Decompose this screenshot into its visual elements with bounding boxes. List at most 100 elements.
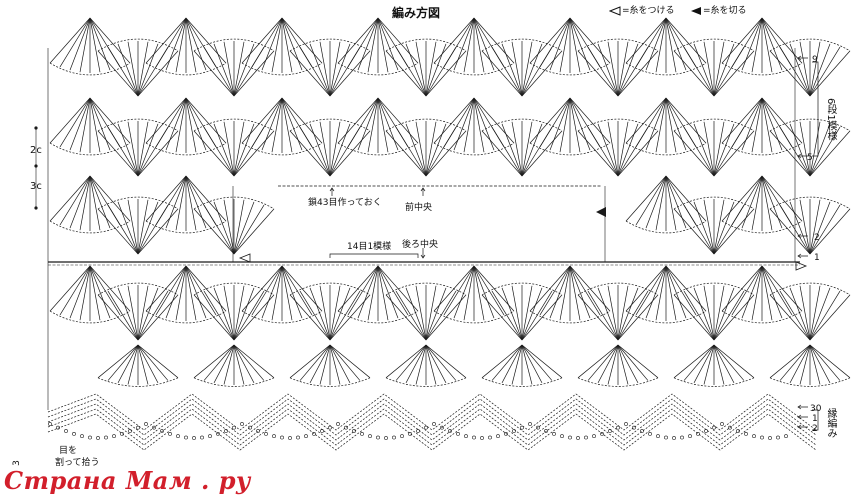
picot xyxy=(336,422,340,426)
fan-motif xyxy=(625,265,707,324)
picot xyxy=(280,435,284,440)
fan-motif xyxy=(577,344,659,387)
fan-motif xyxy=(145,17,227,76)
repeat-span-bracket xyxy=(329,253,419,258)
legend-cut-label: =糸を切る xyxy=(703,6,747,16)
fan-motif xyxy=(577,38,659,97)
back-center-label: 後ろ中央 xyxy=(402,240,439,250)
picot xyxy=(48,422,52,426)
picot xyxy=(640,429,644,433)
picot xyxy=(456,431,460,436)
picot xyxy=(496,434,500,439)
fan-motif xyxy=(289,282,371,341)
picot xyxy=(736,429,740,433)
picot xyxy=(448,429,452,433)
edging-bracket xyxy=(812,409,819,431)
right-repeat-label: 6段1模様 xyxy=(825,98,836,141)
fan-motif xyxy=(97,282,179,341)
picot xyxy=(704,429,708,433)
picot xyxy=(344,425,348,430)
picot xyxy=(96,436,100,440)
cut-yarn-marker xyxy=(596,207,606,217)
picot xyxy=(248,425,252,430)
edging-zigzag xyxy=(47,413,817,451)
fan-motif xyxy=(769,118,851,177)
attach-yarn-marker-right xyxy=(795,261,808,271)
split-stitch-note-2: 割って拾う xyxy=(55,458,100,468)
fan-motif xyxy=(673,196,755,255)
fan-motif xyxy=(481,344,563,387)
fan-motif xyxy=(289,118,371,177)
row-1-arrow xyxy=(797,253,808,259)
watermark-logo: Страна Мам . ру xyxy=(4,466,251,495)
picot xyxy=(584,435,588,440)
picot xyxy=(480,436,484,440)
row-9-arrow xyxy=(797,55,808,61)
dim-3c-label: 3c xyxy=(30,181,42,192)
fan-motif xyxy=(241,265,323,324)
diagram-title: 編み方図 xyxy=(392,6,441,20)
foundation-arrow xyxy=(329,187,335,196)
front-center-arrow xyxy=(420,187,426,196)
picot xyxy=(184,435,188,440)
fan-motif xyxy=(529,97,611,156)
picot xyxy=(528,422,532,426)
fan-motif xyxy=(577,118,659,177)
fan-motif xyxy=(577,282,659,341)
fan-motif xyxy=(337,265,419,324)
fan-motif xyxy=(385,118,467,177)
fan-motif xyxy=(385,344,467,387)
picot xyxy=(200,435,204,440)
picot xyxy=(472,435,476,440)
picot xyxy=(256,429,260,433)
cut-yarn-icon xyxy=(691,7,701,15)
picot xyxy=(56,425,60,430)
picot xyxy=(552,431,556,436)
picot xyxy=(616,425,620,430)
picot xyxy=(600,431,604,436)
picot xyxy=(400,434,404,439)
picot xyxy=(216,431,220,436)
picot xyxy=(120,431,124,436)
picot xyxy=(712,425,716,430)
row-2-label: 2 xyxy=(814,233,820,243)
fan-motif xyxy=(625,97,707,156)
fan-motif xyxy=(481,282,563,341)
picot xyxy=(752,434,756,439)
picot xyxy=(416,429,420,433)
fan-motif xyxy=(193,38,275,97)
picot xyxy=(392,435,396,440)
picot xyxy=(464,434,468,439)
picot xyxy=(272,434,276,439)
picot xyxy=(384,436,388,440)
edging-row-1-label: 1 xyxy=(812,414,818,424)
picot xyxy=(152,425,156,430)
picot xyxy=(520,425,524,430)
fan-motif xyxy=(769,196,851,255)
fan-motif xyxy=(529,17,611,76)
fan-motif xyxy=(529,265,611,324)
picot xyxy=(688,434,692,439)
fan-motif xyxy=(145,265,227,324)
picot xyxy=(64,429,68,433)
fan-motif xyxy=(721,175,803,234)
picot xyxy=(232,425,236,430)
repeat-bracket xyxy=(812,61,819,157)
fan-motif xyxy=(769,282,851,341)
dimension-tick xyxy=(34,206,38,210)
fan-motif xyxy=(337,97,419,156)
fan-motif xyxy=(49,97,131,156)
fan-motif xyxy=(721,265,803,324)
picot xyxy=(136,425,140,430)
picot xyxy=(288,436,292,440)
fan-motif xyxy=(673,344,755,387)
picot xyxy=(504,431,508,436)
picot xyxy=(488,435,492,440)
edging-label: 縁編み xyxy=(825,408,836,438)
row-5-label: 5 xyxy=(807,153,813,163)
picot xyxy=(312,431,316,436)
picot xyxy=(440,425,444,430)
picot xyxy=(408,431,412,436)
